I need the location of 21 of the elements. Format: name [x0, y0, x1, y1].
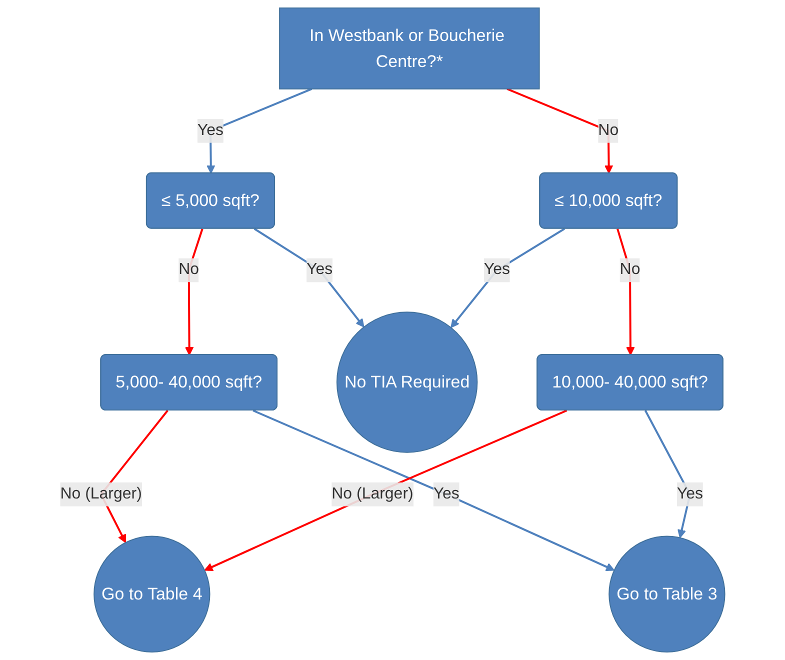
edge-label: No [178, 261, 200, 278]
edge-label: No [620, 261, 640, 278]
edge-label: No (Larger) [332, 485, 414, 502]
arrow [506, 88, 614, 174]
edge-label: Yes [676, 485, 704, 502]
edge-label: No (Larger) [60, 485, 142, 502]
edge-label: Yes [197, 122, 224, 139]
arrow [204, 410, 568, 572]
edge-label: Yes [306, 261, 333, 278]
edge-label: Yes [433, 485, 460, 502]
edge-label: No [598, 122, 619, 139]
edge-label: Yes [484, 261, 510, 278]
arrow [184, 228, 204, 356]
node-circle: No TIA Required [336, 312, 478, 453]
arrow [450, 228, 566, 328]
arrow [252, 410, 615, 572]
node-circle: Go to Table 4 [94, 536, 210, 652]
node-circle: Go to Table 3 [608, 536, 726, 652]
arrow [616, 228, 635, 356]
arrow [254, 228, 364, 328]
node-box: In Westbank or Boucherie Centre?* [279, 8, 540, 90]
